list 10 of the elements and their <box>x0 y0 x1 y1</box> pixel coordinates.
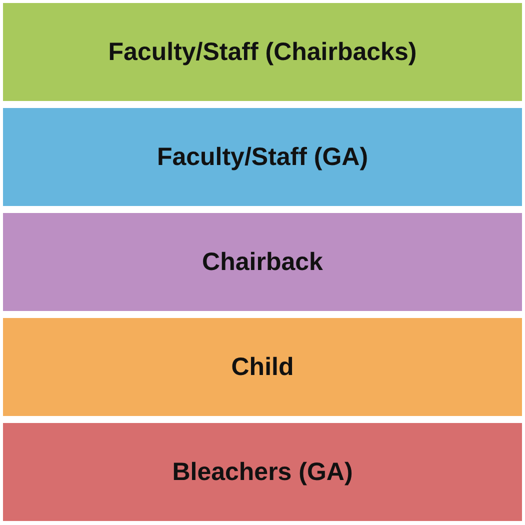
section-label: Chairback <box>202 248 323 276</box>
section-label: Faculty/Staff (Chairbacks) <box>108 38 417 66</box>
section-label: Faculty/Staff (GA) <box>156 142 368 172</box>
section-label: Child <box>231 352 294 382</box>
seating-section <box>3 318 522 416</box>
section-label: Bleachers (GA) <box>172 458 353 486</box>
seating-section <box>3 423 522 521</box>
seating-section <box>3 108 522 206</box>
seating-section <box>3 3 522 101</box>
seating-section <box>3 213 522 311</box>
